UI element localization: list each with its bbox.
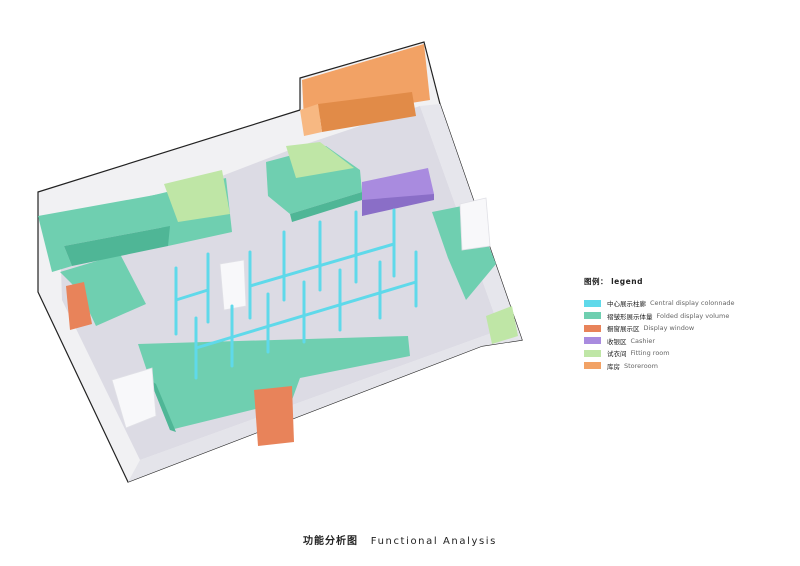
legend-swatch: [584, 312, 601, 320]
folded-display-volume-shadow: [64, 192, 362, 432]
legend-label-cn: 橱窗展示区: [607, 325, 640, 334]
legend-item-central-display-colonnade: 中心展示柱廊 Central display colonnade: [584, 297, 794, 310]
legend-label-en: Fitting room: [630, 349, 670, 358]
legend-swatch: [584, 349, 601, 357]
legend-swatch: [584, 299, 601, 307]
legend-label-en: Central display colonnade: [650, 299, 735, 308]
central-display-colonnade: [174, 208, 418, 380]
legend-title: 图例： legend: [584, 277, 643, 286]
legend-label-en: Storeroom: [624, 361, 658, 370]
legend-label-cn: 中心展示柱廊: [607, 300, 646, 309]
legend-item-folded-display-volume: 褶皱形展示体量 Folded display volume: [584, 310, 794, 323]
legend-label-en: Cashier: [630, 336, 656, 345]
legend-swatch: [584, 324, 601, 332]
front-wall: [128, 330, 522, 482]
figure-caption: 功能分析图 Functional Analysis: [0, 532, 800, 547]
legend-label-cn: 收银区: [607, 337, 627, 346]
legend-label-en: Display window: [643, 324, 695, 333]
legend-item-display-window: 橱窗展示区 Display window: [584, 322, 794, 335]
display-window: [66, 282, 294, 446]
legend-item-fitting-room: 试衣间 Fitting room: [584, 347, 794, 360]
legend-label-cn: 试衣间: [607, 350, 627, 359]
cashier: [362, 168, 434, 216]
legend-label-en: Folded display volume: [656, 311, 730, 320]
legend: 图例： legend 中心展示柱廊 Central display colonn…: [584, 276, 794, 372]
caption-en: Functional Analysis: [370, 536, 497, 547]
legend-item-cashier: 收银区 Cashier: [584, 335, 794, 348]
caption-cn: 功能分析图: [302, 536, 358, 547]
legend-label-cn: 褶皱形展示体量: [607, 312, 653, 321]
fitting-room: [164, 142, 518, 344]
storeroom-volume: [300, 44, 430, 136]
legend-swatch: [584, 362, 601, 370]
legend-swatch: [584, 337, 601, 345]
legend-item-storeroom: 库房 Storeroom: [584, 360, 794, 373]
legend-label-cn: 库房: [607, 362, 620, 371]
white-block: [111, 197, 491, 429]
